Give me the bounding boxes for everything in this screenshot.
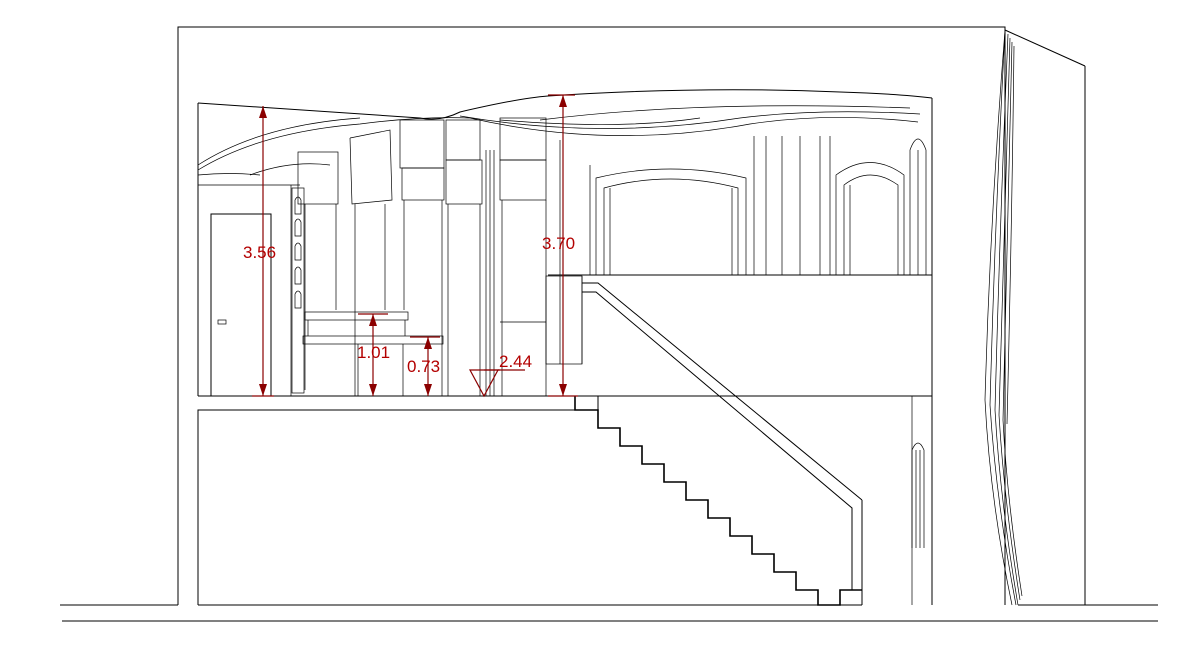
columns xyxy=(297,117,547,396)
right-facade xyxy=(984,29,1086,606)
left-door xyxy=(198,184,300,397)
upper-room xyxy=(197,89,933,396)
dim-label-left-height: 3.56 xyxy=(243,243,276,262)
dimension-right-height xyxy=(548,94,578,397)
lower-room xyxy=(197,395,933,605)
dim-label-counter-height: 1.01 xyxy=(357,343,390,362)
dim-label-table-height: 0.73 xyxy=(407,357,440,376)
level-marker xyxy=(468,369,525,398)
dimension-left-height xyxy=(252,106,274,397)
dim-label-level: 2.44 xyxy=(499,352,532,371)
decorative-shelf xyxy=(291,187,305,394)
dim-label-right-height: 3.70 xyxy=(542,234,575,253)
back-arches xyxy=(548,136,932,276)
stair xyxy=(574,395,862,606)
ground-lines xyxy=(60,604,1158,622)
dimension-table-height xyxy=(410,336,440,396)
outer-shell xyxy=(177,26,1006,606)
railing xyxy=(545,275,863,605)
dimension-counter-height xyxy=(358,313,388,396)
